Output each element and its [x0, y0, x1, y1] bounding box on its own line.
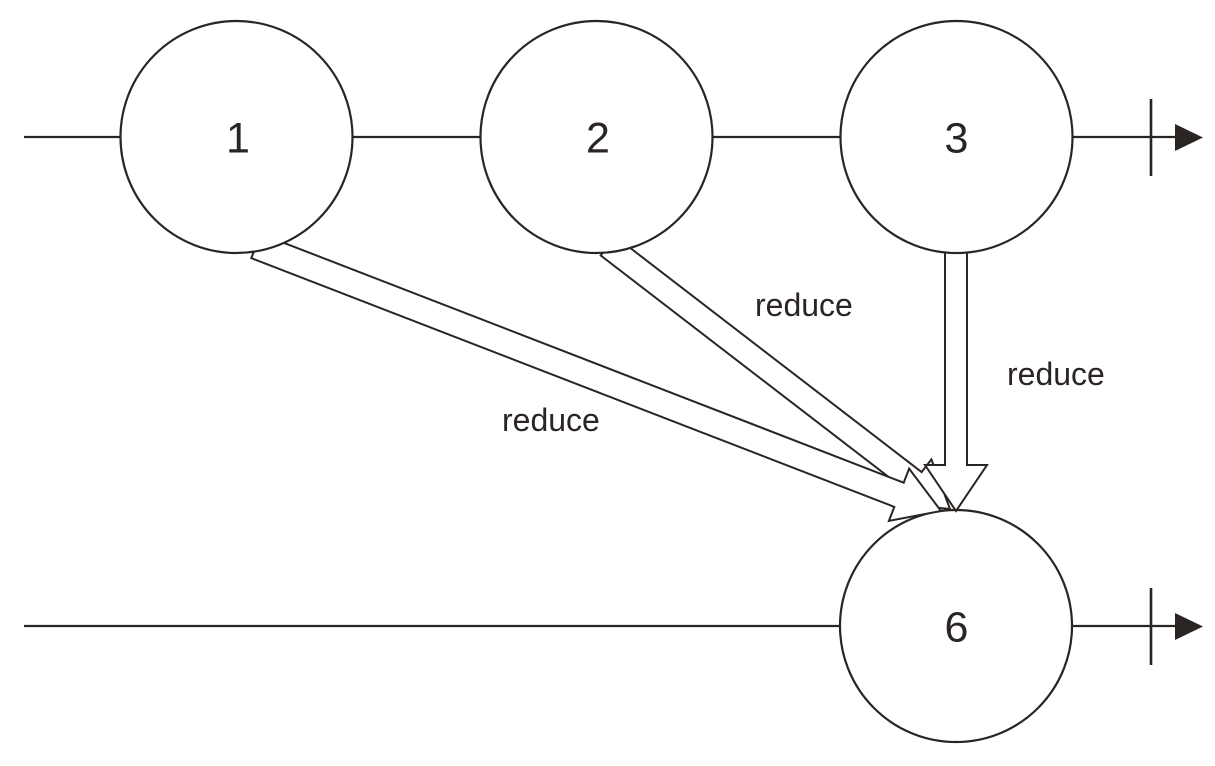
bottom-terminator-arrowhead-icon [1175, 613, 1203, 640]
node-3-circle [839, 19, 1074, 255]
top-terminator-arrowhead-icon [1175, 124, 1203, 151]
node-3-label: 3 [945, 115, 969, 163]
reduce-arrow-1-to-6 [250, 232, 943, 523]
node-2-label: 2 [586, 115, 610, 163]
reduce-arrow-3-to-6 [923, 247, 989, 513]
reduce-label-2-to-6: reduce [755, 287, 853, 323]
node-6-label: 6 [945, 604, 969, 652]
reduce-label-3-to-6: reduce [1007, 356, 1105, 392]
reduce-label-1-to-6: reduce [502, 402, 600, 438]
reduce-arrow-2-to-6 [599, 235, 952, 511]
node-1-circle [119, 19, 354, 255]
node-2-circle [479, 19, 714, 255]
node-1-label: 1 [226, 115, 250, 163]
